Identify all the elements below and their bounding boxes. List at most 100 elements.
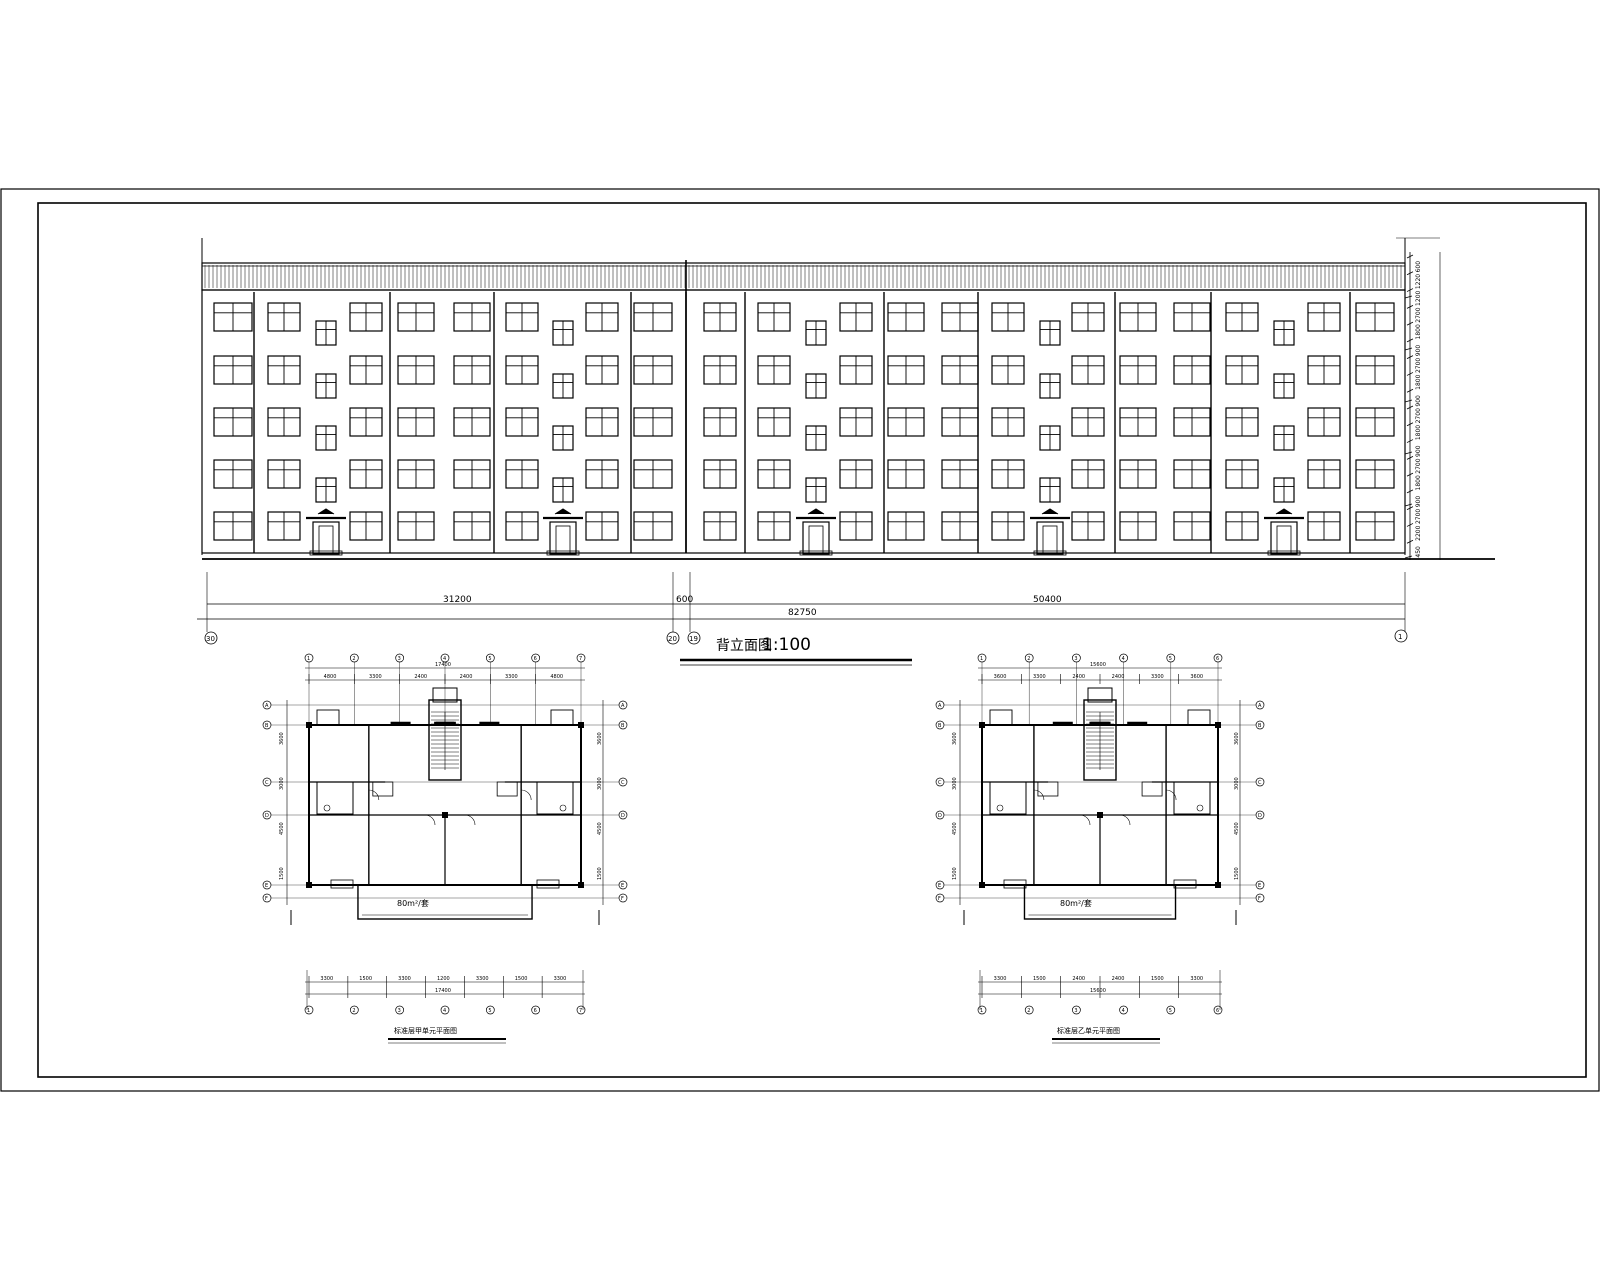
- side-dim-tick: [1406, 304, 1414, 309]
- axis-label-bottom: 5: [488, 1008, 491, 1014]
- side-dim-tick: [1406, 455, 1414, 460]
- dim-bottom-label: 3300: [994, 976, 1007, 982]
- dim-top-label: 4800: [324, 674, 337, 680]
- side-dim-label: 900: [1415, 496, 1422, 508]
- axis-label-bottom: 6: [534, 1008, 537, 1014]
- entrance-door: [1036, 521, 1064, 555]
- entrance-step: [309, 550, 343, 556]
- toilet-icon: [559, 804, 567, 812]
- side-dim-label: 2700: [1415, 509, 1422, 524]
- axis-label-bottom: 2: [1027, 1008, 1030, 1014]
- rear-elevation: 6001220120027001800900270018009002700180…: [197, 237, 1495, 666]
- column: [1215, 722, 1221, 728]
- axis-label-bottom: 1: [307, 1008, 310, 1014]
- column: [1097, 812, 1103, 818]
- level-mark: [1404, 503, 1413, 507]
- elevation-scale: 1:100: [762, 635, 811, 655]
- side-dim-tick: [1406, 523, 1414, 527]
- axis-bubble-bottom: [349, 1005, 359, 1015]
- elevation-windows: [213, 302, 1395, 541]
- dim-top-label: 2400: [1112, 674, 1125, 680]
- side-dim-label: 450: [1415, 546, 1422, 558]
- axis-label-bottom: 5: [1169, 1008, 1172, 1014]
- entrance-door: [1270, 521, 1298, 555]
- dim-bottom-label: 3300: [1190, 976, 1203, 982]
- window-sill: [536, 879, 560, 889]
- bathroom-left: [316, 781, 354, 815]
- dim-top-label: 3300: [1033, 674, 1046, 680]
- dim-right-span: 50400: [1033, 595, 1062, 605]
- dim-total-top: 15600: [1090, 662, 1106, 668]
- entrance-door-inner: [808, 525, 824, 555]
- window-sill: [330, 879, 354, 889]
- axis-label-right: D: [621, 813, 625, 819]
- side-dim-label: 900: [1415, 345, 1422, 357]
- dim-left-label: 1500: [952, 867, 958, 880]
- dim-left-label: 3000: [952, 777, 958, 790]
- axis-label-right: A: [1258, 703, 1262, 709]
- pilasters: [253, 260, 1351, 553]
- axis-label-top: 5: [488, 656, 491, 662]
- kitchen-counter: [1037, 781, 1059, 797]
- dim-bottom-label: 1500: [515, 976, 528, 982]
- dim-total-top: 17400: [435, 662, 451, 668]
- door-swing: [521, 789, 532, 801]
- axis-label-right: C: [621, 780, 625, 786]
- dim-top-label: 3600: [1190, 674, 1203, 680]
- balcony-left: [989, 709, 1013, 726]
- side-dim-label: 1800: [1415, 475, 1422, 490]
- column: [578, 722, 584, 728]
- stair-core: [428, 699, 462, 781]
- level-mark: [1404, 295, 1413, 299]
- window-sill: [1003, 879, 1027, 889]
- door-swing: [424, 814, 436, 826]
- axis-label-left: A: [938, 703, 942, 709]
- parapet-hatch: [202, 265, 1405, 288]
- axis-label-left: 30: [206, 635, 215, 643]
- toilet-icon: [323, 804, 331, 812]
- side-dim-label: 600: [1415, 261, 1422, 273]
- entrance-door-inner: [555, 525, 571, 555]
- dim-top-label: 3300: [505, 674, 518, 680]
- entrance-door: [802, 521, 830, 555]
- dim-bottom-label: 3300: [320, 976, 333, 982]
- dim-top-label: 2400: [460, 674, 473, 680]
- axis-label-right: E: [621, 883, 624, 889]
- axis-label-top: 4: [443, 656, 446, 662]
- side-dim-label: 2700: [1415, 307, 1422, 322]
- axis-label-bottom: 4: [443, 1008, 446, 1014]
- axis-bubble-bottom: [977, 1005, 987, 1015]
- dim-right-label: 3600: [597, 732, 603, 745]
- entrance-step: [799, 550, 833, 556]
- axis-label-bottom: 3: [398, 1008, 401, 1014]
- dim-bottom-label: 3300: [398, 976, 411, 982]
- axis-label-left: E: [938, 883, 941, 889]
- axis-label-left: F: [938, 896, 941, 902]
- dim-bottom-label: 1200: [437, 976, 450, 982]
- dim-left-label: 4500: [279, 822, 285, 835]
- dim-right-label: 3000: [1234, 777, 1240, 790]
- column: [1215, 882, 1221, 888]
- dim-bottom-label: 1500: [1033, 976, 1046, 982]
- column: [306, 722, 312, 728]
- axis-bubble-bottom: [1024, 1005, 1034, 1015]
- side-dim-label: 1200: [1415, 290, 1422, 305]
- dim-left-label: 3600: [952, 732, 958, 745]
- axis-label-top: 7: [579, 656, 582, 662]
- axis-label-top: 6: [1216, 656, 1219, 662]
- door-swing: [1166, 789, 1177, 801]
- side-dim-label: 2700: [1415, 358, 1422, 373]
- column: [979, 882, 985, 888]
- dim-left-label: 3600: [279, 732, 285, 745]
- axis-label-left: F: [265, 896, 268, 902]
- side-dim-tick: [1406, 489, 1414, 494]
- axis-bubble-right: [1394, 629, 1408, 643]
- dim-top-label: 2400: [414, 674, 427, 680]
- entrance-step: [546, 550, 580, 556]
- dim-bottom-label: 3300: [554, 976, 567, 982]
- column: [442, 812, 448, 818]
- axis-bubble-bottom: [304, 1005, 314, 1015]
- axis-label-left: C: [938, 780, 942, 786]
- dim-joint: 600: [676, 595, 693, 605]
